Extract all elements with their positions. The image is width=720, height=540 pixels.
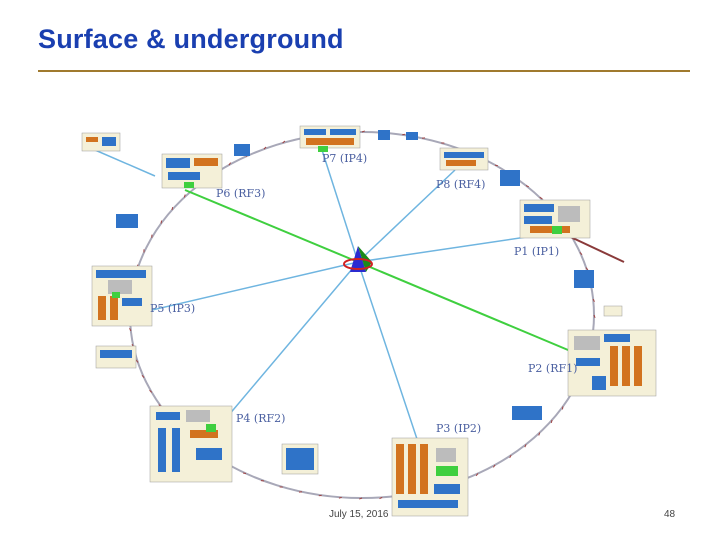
ring-segment-mark [263,146,267,150]
footer-date: July 15, 2016 [329,509,389,520]
center-axes-icon [343,246,373,272]
spoke-p2 [357,261,581,356]
site-p6 [161,153,223,189]
ring-segment-mark [593,314,596,318]
title-divider [38,70,690,72]
ring-segment-mark [129,328,132,332]
label-p6: P6 (RF3) [216,187,265,200]
label-p8: P8 (RF4) [436,178,485,191]
label-p2: P2 (RF1) [528,362,577,375]
site-p4 [149,405,233,483]
ring-segment-mark [183,194,186,198]
ring-segment-mark [149,389,153,393]
ring-segment-mark [579,252,583,255]
ring-segment-mark [135,359,139,363]
ring-segment-mark [318,494,322,497]
ring-segment-mark [338,496,342,499]
ip-spokes [94,149,561,479]
ring-segment-mark [141,375,145,378]
spoke-p5 [121,261,359,318]
label-p5: P5 (IP3) [150,302,195,315]
ring-segment-mark [494,164,499,167]
ring-segment-mark [282,140,286,144]
site-p5 [91,265,153,327]
ring-segment-mark [585,267,589,271]
ring-segment-mark [550,419,553,423]
label-p7: P7 (IP4) [322,152,367,165]
ring-segment-mark [525,185,529,188]
ring-segment-mark [592,298,595,302]
label-p4: P4 (RF2) [236,412,285,425]
site-p1 [519,199,591,239]
site-p7 [299,125,361,152]
site-p2 [567,329,657,397]
ring-segment-mark [539,196,543,200]
ring-segment-mark [524,444,527,448]
spoke-ext-nw [94,149,156,177]
ring-segment-mark [402,133,406,136]
site-p8 [439,147,489,171]
label-p1: P1 (IP1) [514,245,559,258]
label-p3: P3 (IP2) [436,422,481,435]
ring-segment-mark [361,130,365,133]
ring-segment-mark [171,207,174,211]
ring-segment-mark [379,496,383,500]
rf-spokes [184,189,581,356]
ring-segment-mark [509,454,512,459]
spoke-p8 [357,169,456,263]
spoke-p4 [227,261,359,417]
ring-segment-mark [492,464,496,468]
site-p3 [391,437,469,517]
spoke-p7 [321,149,359,263]
slide-title: Surface & underground [38,24,344,54]
ring-segment-mark [359,497,363,500]
spoke-p6 [184,189,359,263]
ring-segment-mark [475,473,479,477]
ring-segment-mark [538,432,541,436]
auxiliary-sites [81,130,623,475]
page-number: 48 [664,509,676,520]
ring-segment-mark [228,162,232,166]
